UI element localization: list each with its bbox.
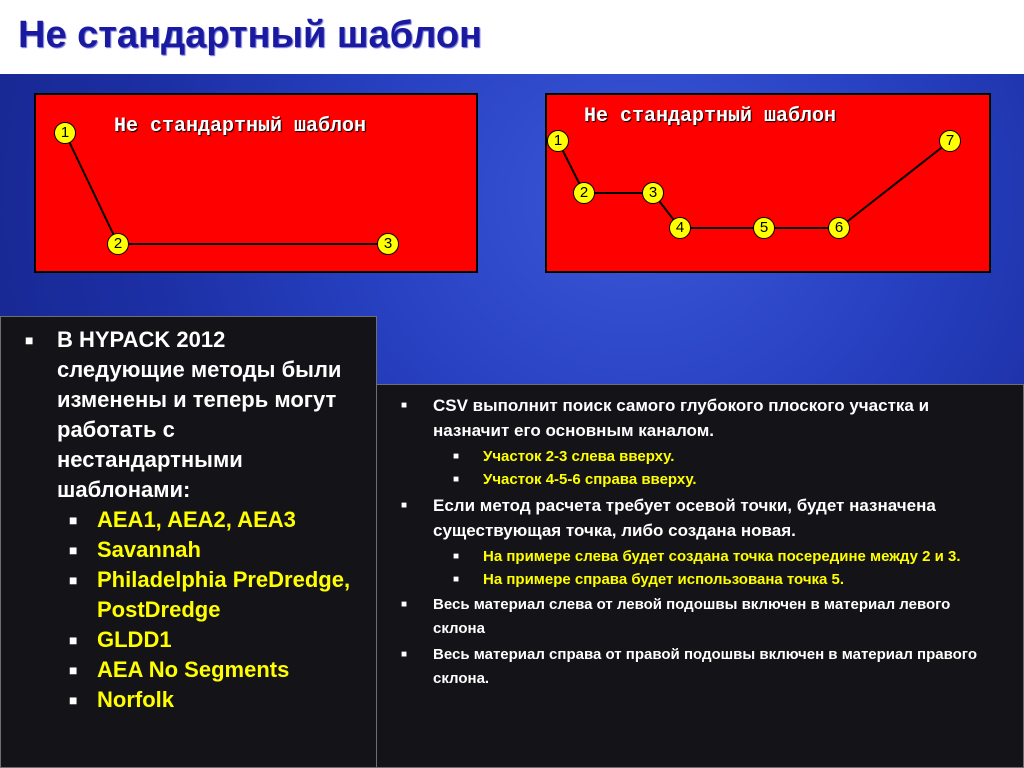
right-node-3: 3	[642, 182, 664, 204]
method-item: ■ AEA No Segments	[1, 655, 376, 685]
left-diagram-label: Не стандартный шаблон	[114, 115, 367, 138]
method-item: ■ GLDD1	[1, 625, 376, 655]
method-item: ■ Philadelphia PreDredge, PostDredge	[1, 565, 376, 625]
square-bullet-icon: ■	[453, 574, 460, 585]
square-bullet-icon: ■	[453, 474, 460, 485]
explanation-text: CSV выполнит поиск самого глубокого плос…	[433, 396, 930, 440]
right-node-2: 2	[573, 182, 595, 204]
left-node-1: 1	[54, 122, 76, 144]
method-item: ■ Norfolk	[1, 685, 376, 715]
method-label: Philadelphia PreDredge, PostDredge	[97, 567, 351, 622]
explanation-panel: ■ CSV выполнит поиск самого глубокого пл…	[376, 384, 1024, 768]
right-diagram-label: Не стандартный шаблон	[584, 105, 837, 128]
right-node-6: 6	[828, 217, 850, 239]
square-bullet-icon: ■	[401, 649, 408, 660]
left-template-diagram: Не стандартный шаблон 1 2 3	[34, 93, 478, 273]
explanation-text: Весь материал справа от правой подошвы в…	[433, 646, 978, 687]
method-label: AEA No Segments	[97, 657, 290, 682]
explanation-item: ■ CSV выполнит поиск самого глубокого пл…	[377, 393, 1023, 443]
square-bullet-icon: ■	[453, 451, 460, 462]
square-bullet-icon: ■	[69, 632, 78, 648]
methods-panel: ■ В HYPACK 2012 следующие методы были из…	[0, 316, 377, 768]
square-bullet-icon: ■	[69, 512, 78, 528]
explanation-item: ■ Весь материал справа от правой подошвы…	[377, 643, 1023, 691]
method-label: GLDD1	[97, 627, 172, 652]
explanation-item: ■ Если метод расчета требует осевой точк…	[377, 493, 1023, 543]
right-node-5: 5	[753, 217, 775, 239]
explanation-text: Если метод расчета требует осевой точки,…	[433, 496, 936, 540]
right-node-7: 7	[939, 130, 961, 152]
explanation-subitem: ■ Участок 4-5-6 справа вверху.	[377, 468, 1023, 491]
methods-intro-text: В HYPACK 2012 следующие методы были изме…	[57, 327, 342, 502]
right-node-1: 1	[547, 130, 569, 152]
explanation-subitem: ■ На примере справа будет использована т…	[377, 568, 1023, 591]
explanation-subitem: ■ Участок 2-3 слева вверху.	[377, 445, 1023, 468]
methods-intro-item: ■ В HYPACK 2012 следующие методы были из…	[1, 325, 376, 505]
explanation-item: ■ Весь материал слева от левой подошвы в…	[377, 593, 1023, 641]
right-template-diagram: Не стандартный шаблон 1 2 3 4 5 6 7	[545, 93, 991, 273]
explanation-subtext: На примере слева будет создана точка пос…	[483, 548, 961, 565]
left-node-2: 2	[107, 233, 129, 255]
method-item: ■ Savannah	[1, 535, 376, 565]
explanation-subtext: Участок 2-3 слева вверху.	[483, 448, 675, 465]
method-item: ■ AEA1, AEA2, AEA3	[1, 505, 376, 535]
square-bullet-icon: ■	[69, 572, 78, 588]
square-bullet-icon: ■	[69, 542, 78, 558]
explanation-subitem: ■ На примере слева будет создана точка п…	[377, 545, 1023, 568]
square-bullet-icon: ■	[69, 692, 78, 708]
square-bullet-icon: ■	[401, 599, 408, 610]
square-bullet-icon: ■	[69, 662, 78, 678]
square-bullet-icon: ■	[453, 551, 460, 562]
slide-title: Не стандартный шаблон	[18, 14, 482, 56]
left-node-3: 3	[377, 233, 399, 255]
square-bullet-icon: ■	[25, 332, 34, 348]
method-label: Savannah	[97, 537, 201, 562]
explanation-subtext: Участок 4-5-6 справа вверху.	[483, 471, 697, 488]
method-label: AEA1, AEA2, AEA3	[97, 507, 296, 532]
method-label: Norfolk	[97, 687, 174, 712]
right-node-4: 4	[669, 217, 691, 239]
square-bullet-icon: ■	[401, 500, 408, 511]
square-bullet-icon: ■	[401, 400, 408, 411]
explanation-text: Весь материал слева от левой подошвы вкл…	[433, 596, 951, 637]
explanation-subtext: На примере справа будет использована точ…	[483, 571, 845, 588]
